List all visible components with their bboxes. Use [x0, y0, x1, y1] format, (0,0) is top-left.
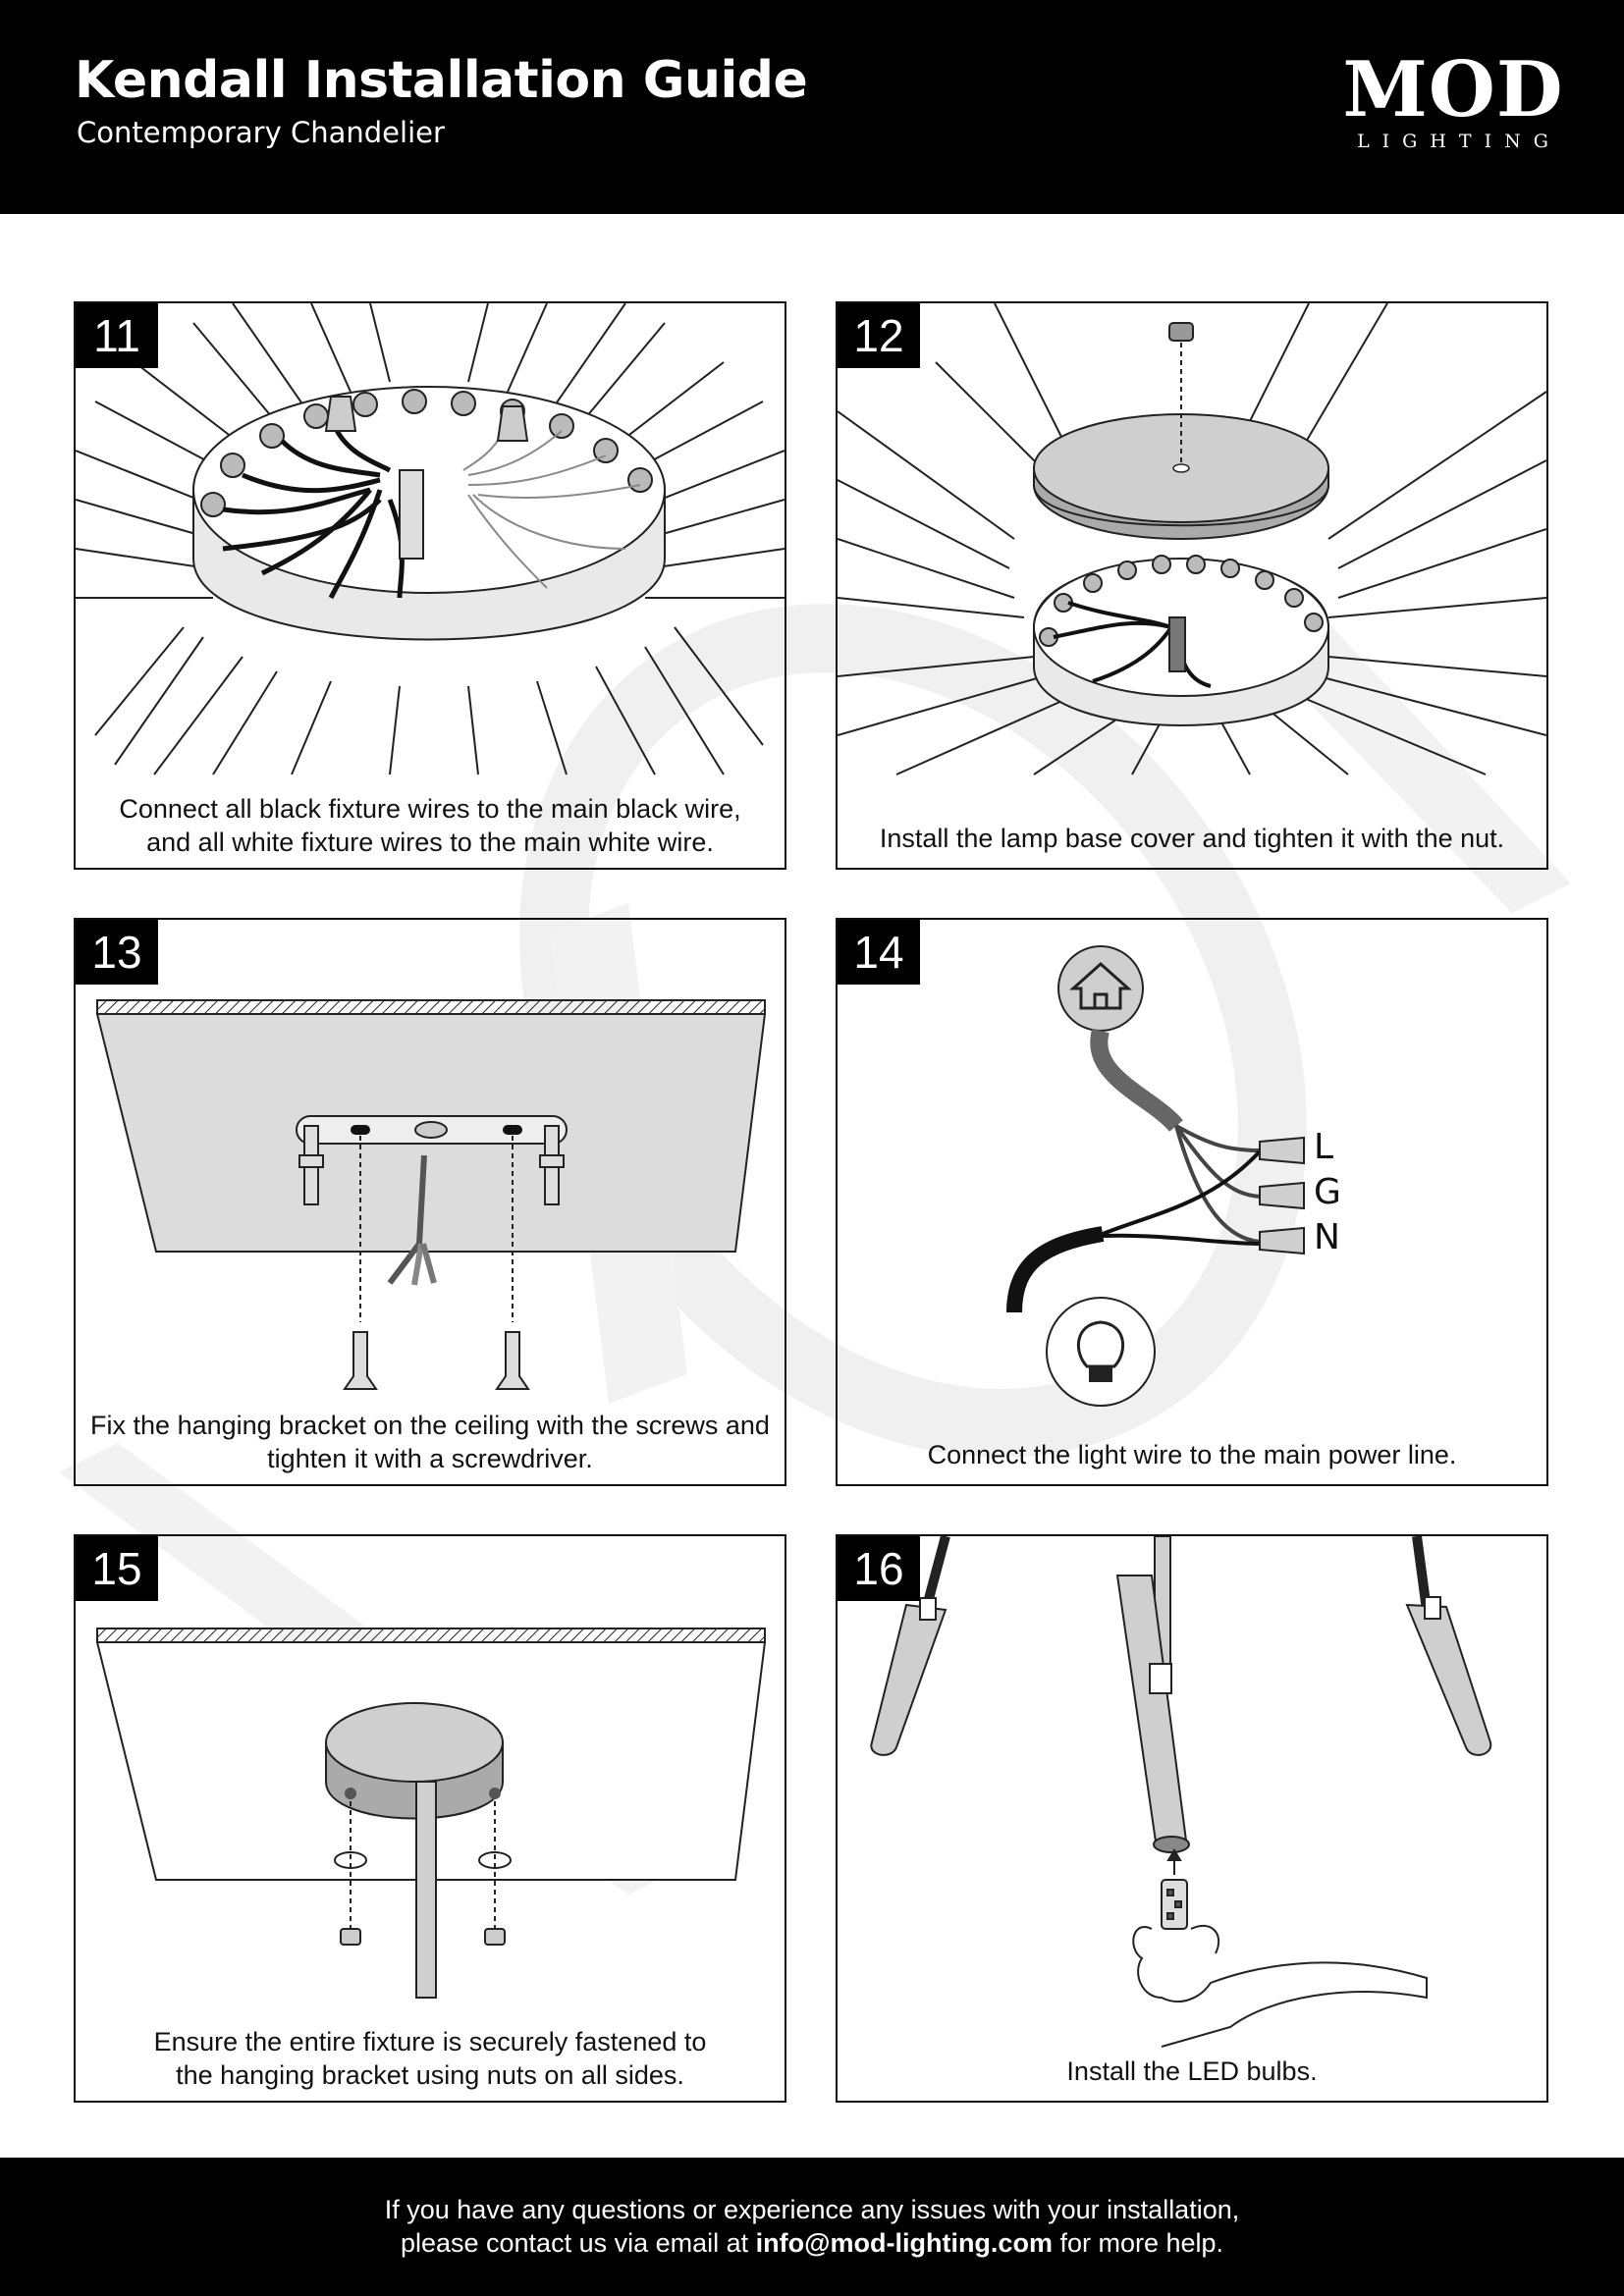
caption-line: the hanging bracket using nuts on all si… — [176, 2060, 684, 2090]
step-14-panel: L G N 14 Connect the light wire to the m… — [836, 918, 1548, 1486]
wire-label-g: G — [1314, 1172, 1341, 1212]
step-number: 11 — [76, 303, 158, 368]
step-11-panel: 11 Connect all black fixture wires to th… — [74, 301, 786, 870]
wiring-junction-illustration — [76, 303, 785, 775]
step-number: 16 — [838, 1536, 920, 1601]
lightbulb-icon — [1077, 1320, 1124, 1368]
mod-lighting-logo: MOD LIGHTING — [1335, 51, 1571, 159]
led-bulb-illustration — [870, 1536, 1492, 2048]
step-number: 13 — [76, 920, 158, 985]
step-caption: Install the LED bulbs. — [847, 2055, 1537, 2088]
step-15-panel: 15 Ensure the entire fixture is securely… — [74, 1534, 786, 2103]
caption-line: Connect all black fixture wires to the m… — [119, 794, 741, 824]
power-line-diagram: L G N — [1006, 945, 1341, 1407]
step-caption: Connect all black fixture wires to the m… — [85, 792, 775, 859]
step-12-panel: 12 Install the lamp base cover and tight… — [836, 301, 1548, 870]
caption-line: Install the LED bulbs. — [1066, 2056, 1318, 2086]
step-caption: Ensure the entire fixture is securely fa… — [85, 2025, 775, 2092]
step-number: 14 — [838, 920, 920, 985]
step-caption: Fix the hanging bracket on the ceiling w… — [85, 1409, 775, 1475]
fastened-canopy-illustration — [95, 1628, 767, 1999]
caption-line: Ensure the entire fixture is securely fa… — [153, 2027, 707, 2056]
logo-tagline: LIGHTING — [1357, 131, 1561, 152]
base-cover-illustration — [838, 303, 1546, 775]
support-email-link[interactable]: info@mod-lighting.com — [755, 2228, 1053, 2258]
step-13-panel: 13 Fix the hanging bracket on the ceilin… — [74, 918, 786, 1486]
hanging-bracket-illustration — [95, 999, 767, 1390]
step-16-panel: 16 Install the LED bulbs. — [836, 1534, 1548, 2103]
page-header: Kendall Installation Guide Contemporary … — [0, 0, 1624, 214]
step-number: 15 — [76, 1536, 158, 1601]
footer-line-1: If you have any questions or experience … — [384, 2195, 1240, 2224]
step-caption: Install the lamp base cover and tighten … — [847, 822, 1537, 855]
caption-line: tighten it with a screwdriver. — [267, 1444, 593, 1473]
wire-label-n: N — [1314, 1217, 1340, 1257]
footer-prefix: please contact us via email at — [400, 2228, 749, 2258]
step-number: 12 — [838, 303, 920, 368]
caption-line: Install the lamp base cover and tighten … — [879, 824, 1505, 853]
page-title: Kendall Installation Guide — [75, 51, 808, 110]
caption-line: Connect the light wire to the main power… — [927, 1440, 1457, 1469]
caption-line: and all white fixture wires to the main … — [146, 828, 714, 857]
logo-wordmark: MOD — [1342, 45, 1564, 134]
step-caption: Connect the light wire to the main power… — [847, 1438, 1537, 1471]
caption-line: Fix the hanging bracket on the ceiling w… — [90, 1411, 770, 1440]
page-subtitle: Contemporary Chandelier — [77, 116, 445, 149]
house-icon — [1069, 961, 1132, 1010]
wire-label-l: L — [1314, 1127, 1333, 1167]
footer-line-2: please contact us via email at info@mod-… — [0, 2226, 1624, 2260]
footer-suffix: for more help. — [1059, 2228, 1224, 2258]
page-footer: If you have any questions or experience … — [0, 2158, 1624, 2296]
